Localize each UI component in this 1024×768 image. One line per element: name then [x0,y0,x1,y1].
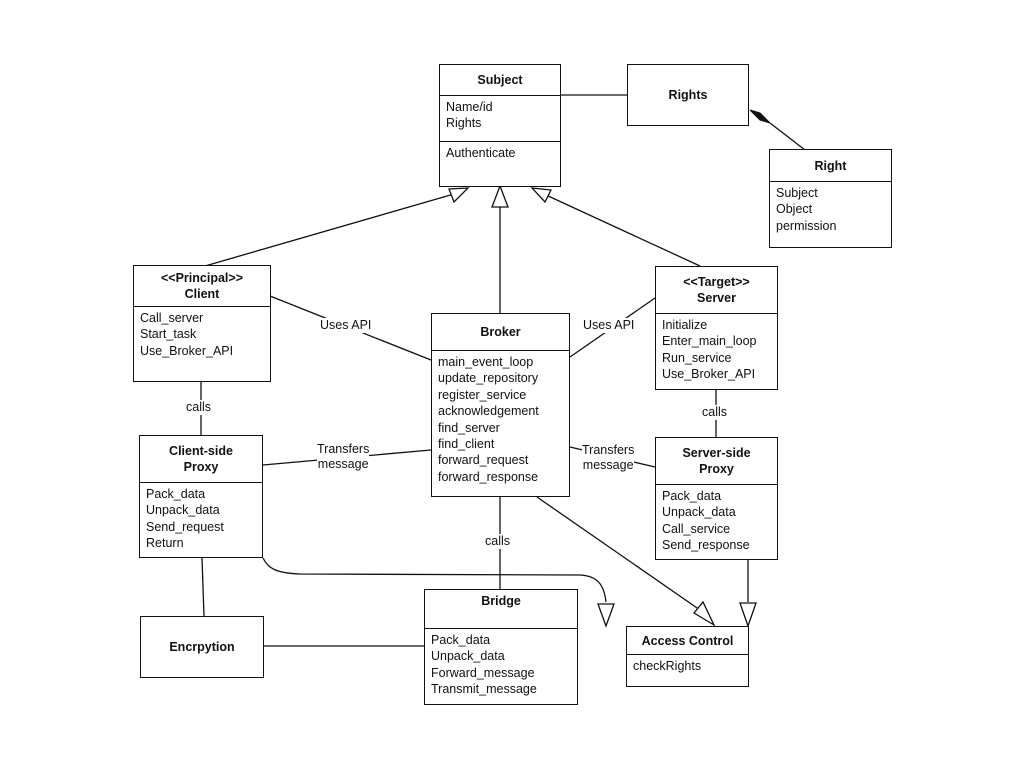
operation: main_event_loop [438,355,534,369]
dependency-clientproxy-accesscontrol [262,557,607,603]
class-subject-attributes: Name/id Rights [440,95,560,141]
attribute: Object [776,202,813,217]
operation: Use_Broker_API [140,343,234,358]
operation: Run_service [662,350,732,365]
attribute: Rights [446,116,482,131]
operation: Transmit_message [431,682,537,697]
generalization-arrowhead [491,184,509,208]
class-rights-name: Rights [668,87,708,102]
class-client-proxy-header: Client-side Proxy [140,436,262,482]
class-subject[interactable]: Subject Name/id Rights Authenticate [439,64,561,187]
dependency-broker-accesscontrol [536,496,701,611]
class-right-attributes: Subject Object permission [770,181,891,246]
operation: Pack_data [662,489,722,503]
operation: Unpack_data [662,505,736,520]
operation: Call_server [140,311,204,325]
class-rights[interactable]: Rights [627,64,749,126]
operation: forward_response [438,469,539,484]
label-transfers-right-line1: Transfers [582,443,635,457]
operation: Unpack_data [431,649,505,664]
operation: Use_Broker_API [662,367,756,382]
generalization-server-subject [545,194,701,267]
operation: Send_response [662,538,750,553]
operation: Pack_data [146,487,206,501]
generalization-arrowhead [448,187,470,204]
class-subject-operations: Authenticate [440,141,560,185]
class-client-proxy-operations: Pack_data Unpack_data Send_request Retur… [140,482,262,556]
generalization-arrowhead [530,187,553,204]
operation: Pack_data [431,633,491,647]
class-client-name: Client [184,287,220,301]
class-client-stereotype: <<Principal>> [161,271,243,285]
class-broker-operations: main_event_loop update_repository regist… [432,350,569,495]
operation: register_service [438,387,527,402]
operation: Send_request [146,519,224,534]
class-server-stereotype: <<Target>> [683,275,750,289]
class-client-proxy[interactable]: Client-side Proxy Pack_data Unpack_data … [139,435,263,558]
class-access-control[interactable]: Access Control checkRights [626,626,749,687]
dependency-arrowhead [693,600,716,627]
class-client[interactable]: <<Principal>> Client Call_server Start_t… [133,265,271,382]
class-server-proxy-operations: Pack_data Unpack_data Call_service Send_… [656,484,777,558]
attribute: Subject [776,186,818,200]
class-server-operations: Initialize Enter_main_loop Run_service U… [656,313,777,388]
class-client-proxy-name-line2: Proxy [183,460,219,474]
operation: forward_request [438,453,529,468]
class-server-proxy-name-line1: Server-side [682,446,751,460]
operation: find_client [438,437,495,452]
label-calls-broker: calls [485,534,511,549]
class-right-name: Right [814,158,847,173]
operation: acknowledgement [438,404,539,419]
label-calls-server: calls [702,405,728,420]
attribute: Name/id [446,100,493,114]
label-uses-api-left: Uses API [320,318,372,333]
class-client-operations: Call_server Start_task Use_Broker_API [134,306,270,380]
operation: checkRights [633,659,702,673]
class-broker-name: Broker [480,325,521,339]
attribute: permission [776,218,837,233]
operation: find_server [438,420,500,435]
label-transfers-left-line2: message [317,457,369,471]
class-encryption[interactable]: Encrpytion [140,616,264,678]
class-access-control-name: Access Control [641,633,734,648]
operation: Initialize [662,318,708,332]
class-client-header: <<Principal>> Client [134,266,270,306]
operation: Unpack_data [146,503,220,518]
composition-rights-right [769,122,806,151]
class-client-proxy-name-line1: Client-side [169,444,233,458]
class-server-proxy[interactable]: Server-side Proxy Pack_data Unpack_data … [655,437,778,560]
generalization-client-subject [204,193,455,267]
class-server-proxy-name-line2: Proxy [699,462,734,476]
class-bridge-name: Bridge [481,594,521,608]
association-clientproxy-encryption [201,557,205,617]
label-uses-api-right: Uses API [583,318,635,333]
label-transfers-left-line1: Transfers [317,442,370,456]
dependency-arrowhead [597,603,615,628]
composition-diamond [749,109,771,124]
class-subject-name: Subject [477,73,523,87]
class-encryption-name: Encrpytion [169,639,235,654]
class-server-header: <<Target>> Server [656,267,777,313]
operation: Authenticate [446,146,516,160]
label-transfers-right: Transfers message [582,443,635,473]
class-broker[interactable]: Broker main_event_loop update_repository… [431,313,570,497]
label-transfers-right-line2: message [582,458,634,472]
class-server[interactable]: <<Target>> Server Initialize Enter_main_… [655,266,778,390]
class-bridge-operations: Pack_data Unpack_data Forward_message Tr… [425,628,577,703]
operation: Forward_message [431,665,535,680]
dependency-arrowhead [739,602,757,628]
class-access-control-operations: checkRights [627,654,748,685]
operation: Return [146,536,184,551]
class-server-name: Server [697,291,736,305]
class-bridge[interactable]: Bridge Pack_data Unpack_data Forward_mes… [424,589,578,705]
label-transfers-left: Transfers message [317,442,370,472]
operation: Call_service [662,521,731,536]
operation: Start_task [140,327,197,342]
operation: Enter_main_loop [662,334,757,349]
operation: update_repository [438,371,539,386]
class-right[interactable]: Right Subject Object permission [769,149,892,248]
class-server-proxy-header: Server-side Proxy [656,438,777,484]
label-calls-client: calls [186,400,212,415]
